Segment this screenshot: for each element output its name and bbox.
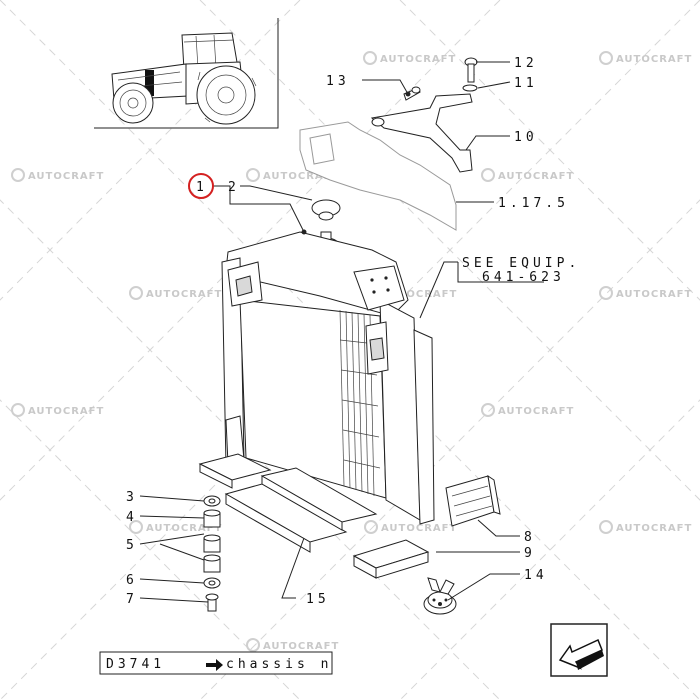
watermark-item: AUTOCRAFT bbox=[129, 520, 222, 534]
callout-4[interactable]: 4 bbox=[126, 510, 138, 525]
watermark-item: AUTOCRAFT bbox=[246, 168, 339, 182]
watermark-item: AUTOCRAFT bbox=[599, 520, 692, 534]
callout-1[interactable]: 1 bbox=[196, 180, 208, 195]
svg-text:AUTOCRAFT: AUTOCRAFT bbox=[381, 289, 457, 300]
watermark-item: AUTOCRAFT bbox=[11, 403, 104, 417]
footer-box: D3741 chassis n bbox=[99, 651, 333, 675]
svg-text:AUTOCRAFT: AUTOCRAFT bbox=[380, 54, 456, 65]
arrow-box-icon bbox=[558, 638, 604, 670]
bracket-assembly bbox=[370, 57, 478, 173]
svg-text:AUTOCRAFT: AUTOCRAFT bbox=[616, 54, 692, 65]
callout-2[interactable]: 2 bbox=[228, 180, 240, 195]
watermark-item: AUTOCRAFT bbox=[599, 286, 692, 300]
callout-15[interactable]: 15 bbox=[306, 592, 330, 607]
callout-1-17-5[interactable]: 1.17.5 bbox=[498, 196, 569, 211]
callout-14[interactable]: 14 bbox=[524, 568, 548, 583]
footer-code: D3741 bbox=[106, 657, 165, 672]
drain-valve-14 bbox=[423, 577, 457, 615]
svg-text:AUTOCRAFT: AUTOCRAFT bbox=[616, 289, 692, 300]
callout-10[interactable]: 10 bbox=[514, 130, 538, 145]
leader-lines bbox=[139, 61, 544, 603]
bolt-12 bbox=[464, 57, 478, 83]
watermark-item: AUTOCRAFT bbox=[129, 286, 222, 300]
pad-set-15 bbox=[198, 453, 430, 579]
watermark-item: AUTOCRAFT bbox=[481, 403, 574, 417]
tractor-thumbnail[interactable] bbox=[94, 18, 279, 129]
svg-text:AUTOCRAFT: AUTOCRAFT bbox=[28, 406, 104, 417]
see-equip-line1: SEE EQUIP. bbox=[462, 256, 580, 271]
callout-12[interactable]: 12 bbox=[514, 56, 538, 71]
nav-arrow-button[interactable] bbox=[550, 623, 608, 677]
watermark-item: AUTOCRAFT bbox=[11, 168, 104, 182]
bracket-10 bbox=[370, 93, 473, 173]
callout-3[interactable]: 3 bbox=[126, 490, 138, 505]
washer-11 bbox=[462, 84, 478, 92]
callout-11[interactable]: 11 bbox=[514, 76, 538, 91]
watermark-item: AUTOCRAFT bbox=[364, 520, 457, 534]
pad-8 bbox=[445, 474, 501, 527]
cover-1-17-5 bbox=[299, 121, 457, 231]
callout-5[interactable]: 5 bbox=[126, 538, 138, 553]
svg-text:AUTOCRAFT: AUTOCRAFT bbox=[28, 171, 104, 182]
radiator-assembly bbox=[221, 231, 435, 525]
svg-text:AUTOCRAFT: AUTOCRAFT bbox=[263, 171, 339, 182]
svg-text:AUTOCRAFT: AUTOCRAFT bbox=[498, 171, 574, 182]
footer-suffix: chassis n bbox=[226, 657, 332, 672]
callout-13[interactable]: 13 bbox=[326, 74, 350, 89]
svg-text:AUTOCRAFT: AUTOCRAFT bbox=[381, 523, 457, 534]
callout-8[interactable]: 8 bbox=[524, 530, 536, 545]
watermark-item: AUTOCRAFT bbox=[481, 168, 574, 182]
see-equip-line2: 641-623 bbox=[482, 270, 565, 285]
callout-7[interactable]: 7 bbox=[126, 592, 138, 607]
callout-6[interactable]: 6 bbox=[126, 573, 138, 588]
tractor-icon bbox=[111, 32, 257, 125]
svg-text:AUTOCRAFT: AUTOCRAFT bbox=[146, 289, 222, 300]
svg-text:AUTOCRAFT: AUTOCRAFT bbox=[146, 523, 222, 534]
watermark-item: AUTOCRAFT bbox=[599, 51, 692, 65]
callout-9[interactable]: 9 bbox=[524, 546, 536, 561]
right-arrow-icon bbox=[206, 659, 223, 671]
watermark-item: AUTOCRAFT bbox=[363, 51, 456, 65]
mount-stack bbox=[203, 495, 221, 612]
watermark-item: AUTOCRAFT bbox=[246, 638, 339, 652]
highlight-circle[interactable] bbox=[188, 173, 214, 199]
svg-text:AUTOCRAFT: AUTOCRAFT bbox=[498, 406, 574, 417]
svg-text:AUTOCRAFT: AUTOCRAFT bbox=[616, 523, 692, 534]
svg-text:AUTOCRAFT: AUTOCRAFT bbox=[263, 641, 339, 652]
